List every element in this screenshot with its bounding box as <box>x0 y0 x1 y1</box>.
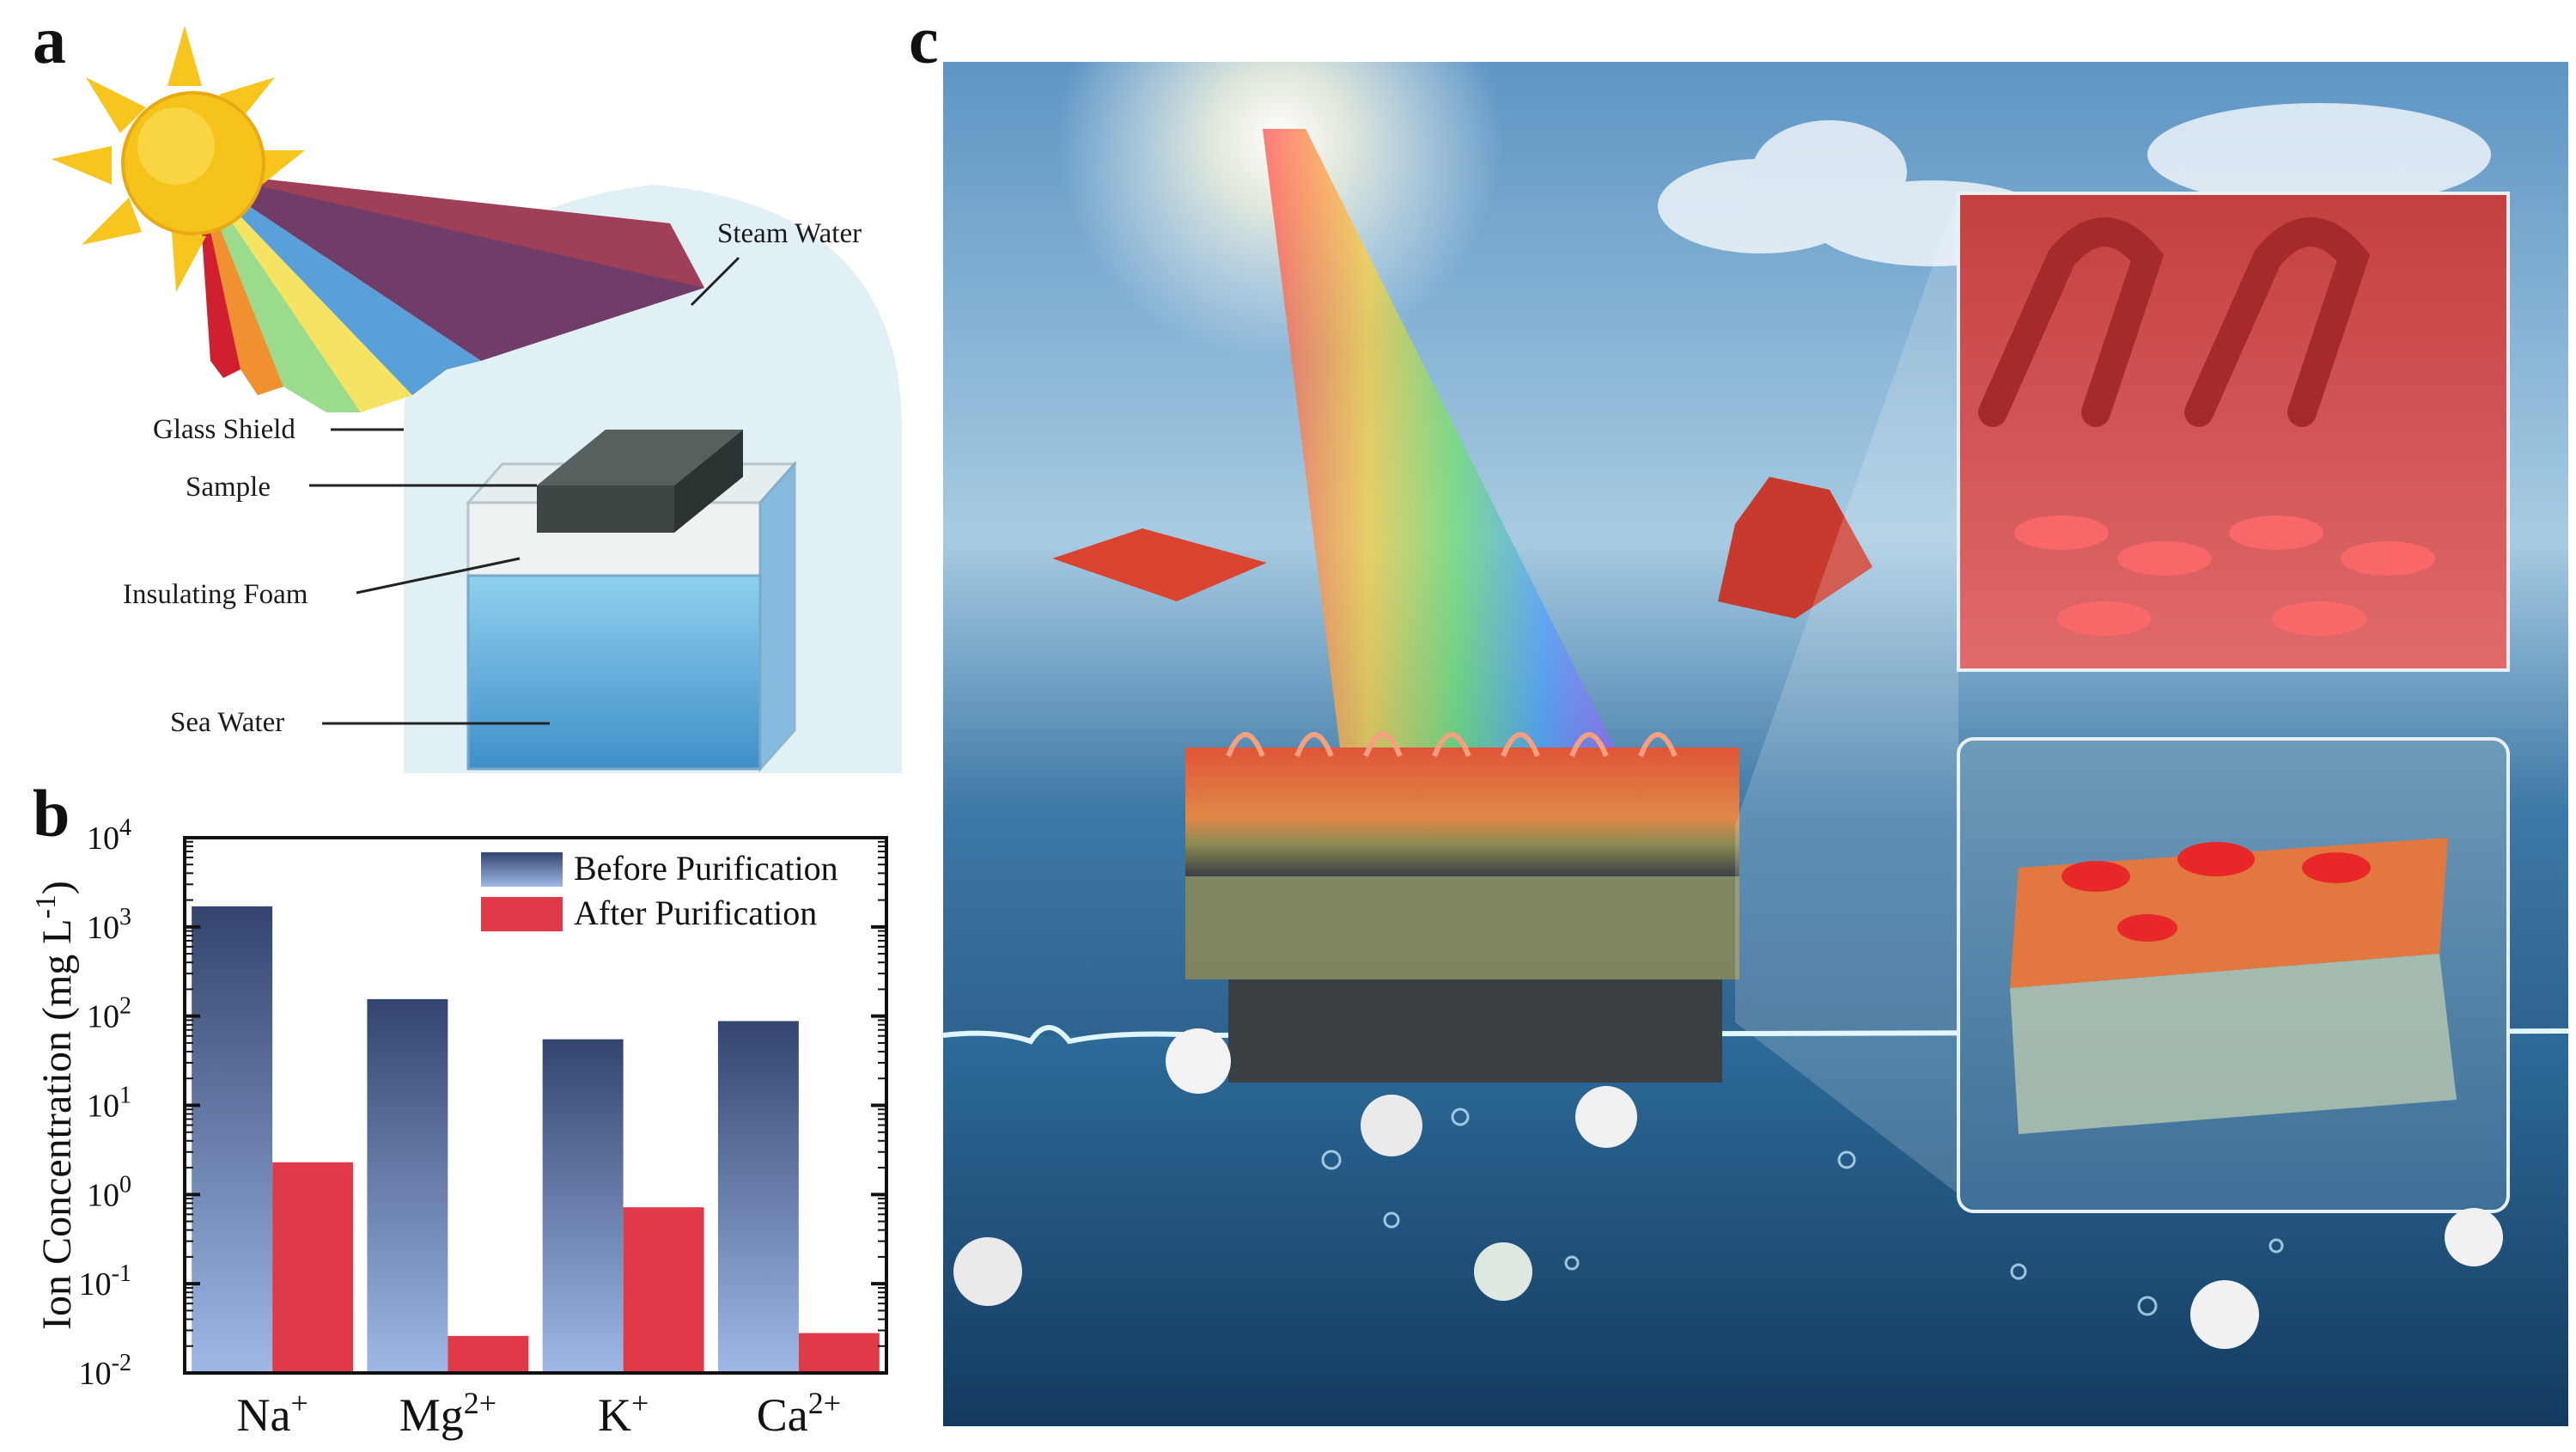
panel-b-chart: Na+Mg2+K+Ca2+10-210-1100101102103104Ion … <box>30 814 888 1441</box>
bar-after-na <box>272 1162 354 1373</box>
bar-before-k <box>542 1039 624 1373</box>
bar-after-ca <box>798 1333 880 1373</box>
legend-label-0: Before Purification <box>574 849 838 888</box>
bar-chart-plot: Na+Mg2+K+Ca2+10-210-1100101102103104Ion … <box>30 814 888 1441</box>
legend-swatch-0 <box>481 852 563 887</box>
bar-after-mg <box>448 1335 529 1373</box>
callout-leaders <box>309 256 740 725</box>
bar-before-na <box>192 906 273 1373</box>
panel-label-b: b <box>33 776 70 851</box>
bar-before-ca <box>717 1021 799 1373</box>
clouds <box>1658 103 2491 266</box>
main-material-stack <box>1185 732 1739 1083</box>
sea-water <box>466 574 762 771</box>
ion-characters <box>953 1028 2503 1349</box>
sample-block <box>537 430 743 533</box>
panel-label-c: c <box>909 3 939 77</box>
y-axis-label: Ion Concentration (mg L-1) <box>30 881 80 1330</box>
sun-icon <box>52 26 305 292</box>
callout-steam-water: Steam Water <box>717 218 862 249</box>
panel-a-schematic <box>52 26 902 773</box>
floating-piece-left <box>1052 528 1267 601</box>
callout-sample: Sample <box>186 472 271 503</box>
callout-glass-shield: Glass Shield <box>153 414 295 445</box>
light-rays <box>198 172 704 412</box>
bubbles <box>1321 1107 2284 1316</box>
water-surface-line <box>943 1025 2568 1045</box>
bar-after-k <box>623 1207 704 1373</box>
bar-before-mg <box>367 998 448 1373</box>
floating-piece-right <box>1718 477 1873 619</box>
inset-bottom-fibers <box>1957 737 2510 1213</box>
panel-label-a: a <box>33 3 66 77</box>
zoom-wedge <box>1735 193 1958 1194</box>
callout-insulating-foam: Insulating Foam <box>123 579 308 610</box>
callout-sea-water: Sea Water <box>170 707 285 738</box>
y-tick-label-4: 104 <box>87 814 131 857</box>
y-tick-label--1: 10-1 <box>79 1260 131 1303</box>
rainbow-beam <box>1263 129 1615 747</box>
legend-label-1: After Purification <box>574 894 817 932</box>
inset-top-microstructure <box>1957 192 2510 672</box>
legend-swatch-1 <box>481 897 563 931</box>
